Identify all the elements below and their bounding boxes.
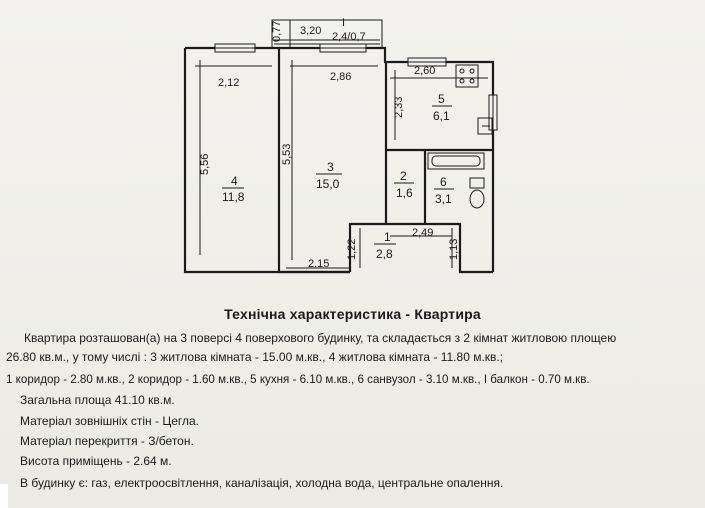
- spec-line-3: 1 коридор - 2.80 м.кв., 2 коридор - 1.60…: [6, 373, 590, 386]
- room-5-label: 5 6,1: [432, 92, 452, 123]
- svg-text:5: 5: [438, 92, 445, 106]
- dim-bottom-wall: 2,15: [308, 258, 329, 270]
- room-4-label: 4 11,8: [222, 174, 245, 204]
- balcony-number: I: [342, 17, 345, 29]
- dim-room5-width: 2,60: [414, 65, 435, 77]
- svg-text:6: 6: [440, 175, 447, 189]
- room-1-label: 1 2,8: [374, 230, 396, 261]
- windows: [214, 43, 498, 131]
- spec-title: Технічна характеристика - Квартира: [224, 306, 481, 322]
- svg-text:1,6: 1,6: [396, 186, 413, 200]
- dim-room1-depth-right: 1,13: [448, 239, 460, 260]
- balcony-area: 2,4/0,7: [332, 31, 366, 43]
- spec-line-4: Загальна площа 41.10 кв.м.: [20, 393, 175, 407]
- dim-room3-length: 5,53: [281, 144, 293, 165]
- sink-icon: [477, 117, 493, 135]
- page-edge-mark: [0, 484, 8, 508]
- room-2-label: 2 1,6: [394, 169, 414, 200]
- dim-balcony-depth: 0,77: [271, 21, 283, 42]
- spec-line-2: 26.80 кв.м., у тому числі : 3 житлова кі…: [6, 350, 504, 364]
- dim-room1-length: 2,49: [412, 227, 433, 239]
- svg-text:1: 1: [384, 230, 391, 244]
- svg-text:11,8: 11,8: [222, 190, 245, 204]
- room-3-label: 3 15,0: [316, 160, 342, 191]
- dim-room1-width: 1,22: [346, 239, 358, 260]
- dim-room4-length: 5,56: [199, 154, 211, 175]
- bathtub-icon: [427, 152, 485, 170]
- svg-text:3: 3: [327, 160, 334, 174]
- dim-balcony-width: 3,20: [300, 25, 321, 37]
- dim-room4-width: 2,12: [218, 77, 239, 89]
- svg-text:15,0: 15,0: [316, 177, 340, 191]
- spec-line-6: Матеріал перекриття - З/бетон.: [20, 434, 194, 448]
- toilet-icon: [469, 177, 485, 209]
- svg-text:2: 2: [400, 169, 407, 183]
- svg-text:3,1: 3,1: [435, 192, 452, 206]
- stove-icon: [455, 64, 479, 88]
- spec-line-5: Матеріал зовнішніх стін - Цегла.: [20, 414, 200, 428]
- svg-text:4: 4: [231, 174, 238, 188]
- floor-plan: 0,77 3,20 I 2,4/0,7 2,12 2,86 2,60 5,56 …: [183, 17, 498, 274]
- svg-text:2,8: 2,8: [376, 247, 393, 261]
- spec-line-8: В будинку є: газ, електроосвітлення, кан…: [20, 476, 504, 490]
- dim-room3-width: 2,86: [330, 71, 351, 83]
- interior-walls: [277, 48, 493, 274]
- spec-line-7: Висота приміщень - 2.64 м.: [20, 454, 172, 468]
- dim-room5-length: 2,33: [393, 97, 405, 118]
- svg-text:6,1: 6,1: [433, 109, 450, 123]
- room-6-label: 6 3,1: [434, 175, 454, 206]
- spec-line-1: Квартира розташован(а) на 3 поверсі 4 по…: [24, 331, 617, 345]
